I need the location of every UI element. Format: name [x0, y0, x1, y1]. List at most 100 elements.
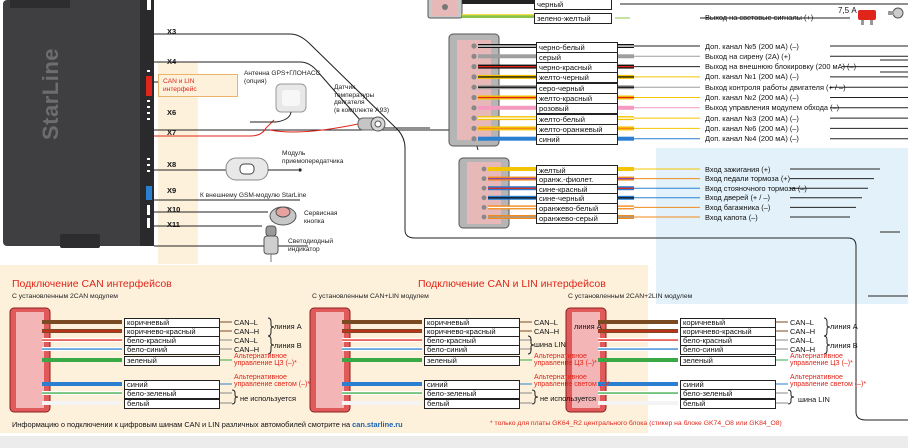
can-title-left: Подключение CAN интерфейсов — [12, 278, 172, 290]
top-function-light-signals: Выход на световые сигналы (+) — [705, 13, 814, 22]
fuse-rating: 7,5 А — [838, 6, 857, 15]
can-signal-label: CAN–L — [790, 318, 814, 327]
top-wire-green-yellow: зелено-желтый — [534, 13, 612, 24]
transceiver-label: Модуль приемопередатчика — [282, 150, 344, 165]
can-wire-label: бело-зеленый — [680, 388, 776, 399]
connector-b-pin — [481, 195, 487, 201]
can-footer-info: Информацию о подключении к цифровым шина… — [12, 421, 403, 428]
connector-b-pin — [481, 205, 487, 210]
can-group-label-b: линия B — [830, 341, 858, 350]
can-signal-label: CAN–L — [534, 318, 558, 327]
connector-b — [458, 157, 510, 229]
temp-sensor-label: Датчик температуры двигателя (в комплект… — [334, 84, 390, 114]
connector-a-function: Доп. канал №3 (200 мА) (–) — [705, 113, 799, 123]
connector-a-function: Доп. канал №4 (200 мА) (–) — [705, 134, 799, 144]
can-wire — [342, 358, 422, 362]
can-wire-label: белый — [680, 398, 776, 409]
top-connector — [427, 0, 534, 19]
connector-b-wire-label: оранжево-серый — [536, 212, 618, 224]
port-label-x8: X8 — [167, 160, 177, 169]
can-wire — [342, 401, 422, 405]
connector-b-function: Вход капота (–) — [705, 212, 758, 222]
can-panel-subtitle: С установленным CAN+LIN модулем — [312, 293, 429, 300]
connector-a-function: Выход на внешнюю блокировку (200 мА) (–) — [705, 62, 857, 72]
can-signal-label: CAN–H — [234, 327, 260, 336]
connector-b-function: Вход стояночного тормоза (–) — [705, 183, 807, 193]
connector-a-pin — [471, 74, 477, 80]
connector-a-pin — [471, 94, 477, 101]
can-wire — [342, 320, 422, 324]
can-group-label-a: линия А — [830, 322, 858, 331]
connector-b-pin — [481, 214, 487, 220]
alt-light-label: Альтернативное управление светом (–)* — [234, 374, 311, 388]
can-panel-subtitle: С установленным 2CAN модулем — [12, 293, 118, 300]
can-wire — [598, 358, 678, 362]
can-wire-label: зеленый — [124, 355, 220, 366]
can-wire — [42, 358, 122, 362]
led-indicator-icon — [263, 225, 279, 262]
main-unit-body — [3, 0, 153, 246]
connector-a-function: Выход управления модулем обхода (–) — [705, 103, 840, 113]
can-wire-label: бело-синий — [124, 344, 220, 355]
can-wire-label: зеленый — [680, 355, 776, 366]
connector-a-pin — [471, 53, 477, 59]
port-label-x9: X9 — [167, 186, 177, 195]
connector-a-pin — [471, 125, 477, 131]
connector-a-pin — [471, 43, 477, 49]
service-button-icon — [269, 206, 297, 226]
can-wire — [342, 382, 422, 386]
can-lin-interface-box: CAN и LIN интерфейс — [158, 74, 238, 98]
alt-light-label: Альтернативное управление светом (–)* — [534, 374, 611, 388]
gsm-module-label: К внешнему GSM-модулю StarLine — [200, 192, 307, 199]
alt-light-label: Альтернативное управление светом (–)* — [790, 374, 867, 388]
can-wire-label: бело-синий — [424, 344, 520, 355]
connector-a-pin — [471, 84, 477, 90]
can-signal-label: CAN–H — [534, 327, 560, 336]
connector-a-wire-label: синий — [536, 134, 618, 146]
connector-b-function: Вход багажника (–) — [705, 202, 771, 212]
can-group-label-b: линия B — [274, 341, 302, 350]
can-wire — [598, 320, 678, 324]
can-wire — [42, 320, 122, 324]
gps-antenna-label: Антенна GPS+ГЛОНАСС (опция) — [244, 70, 321, 85]
connector-a-function: Доп. канал №1 (200 мА) (–) — [705, 72, 799, 82]
connector-a-pin — [471, 64, 477, 70]
can-signal-label: CAN–L — [234, 336, 258, 345]
can-signal-label: CAN–H — [790, 327, 816, 336]
footer-info-text: Информацию о подключении к цифровым шина… — [12, 420, 351, 429]
connector-a-function: Выход на сирену (2А) (+) — [705, 51, 791, 61]
can-wire — [42, 382, 122, 386]
can-signal-label: CAN–H — [234, 345, 260, 354]
led-indicator-label: Светодиодный индикатор — [288, 238, 334, 253]
port-label-x6: X6 — [167, 108, 177, 117]
can-wire — [42, 401, 122, 405]
can-signal-label: CAN–L — [790, 336, 814, 345]
can-signal-label: CAN–H — [790, 345, 816, 354]
can-footer-note: * только для платы GK64_R2 центрального … — [490, 420, 782, 427]
connector-a-function: Доп. канал №6 (200 мА) (–) — [705, 123, 799, 133]
can-wire-label: белый — [124, 398, 220, 409]
footer-link[interactable]: can.starline.ru — [352, 420, 403, 429]
connector-a-function: Выход контроля работы двигателя (+ / –) — [705, 82, 846, 92]
temperature-sensor-icon — [269, 116, 386, 133]
can-wire — [598, 382, 678, 386]
port-label-x11: X11 — [167, 220, 180, 229]
connector-b-pin — [481, 166, 487, 172]
can-wire-label: белый — [424, 398, 520, 409]
alt-lock-label: Альтернативное управление ЦЗ (–)* — [534, 353, 597, 367]
right-blue-panel — [656, 148, 908, 304]
can-title-right: Подключение CAN и LIN интерфейсов — [418, 278, 606, 290]
can-group-label-b: шина LIN — [534, 340, 566, 349]
connector-b-function: Вход зажигания (+) — [705, 164, 771, 174]
connector-a-function: Доп. канал №2 (200 мА) (–) — [705, 93, 799, 102]
connector-b-function: Вход педали тормоза (+) — [705, 174, 791, 184]
alt-lock-label: Альтернативное управление ЦЗ (–)* — [234, 353, 297, 367]
connector-a-pin — [471, 105, 477, 111]
can-panel-subtitle: С установленным 2CAN+2LIN модулем — [568, 293, 693, 300]
connector-a-function: Доп. канал №5 (200 мА) (–) — [705, 41, 799, 51]
unused-label: не используется — [540, 394, 596, 403]
gps-antenna-icon — [250, 83, 307, 123]
can-wire-label: зеленый — [424, 355, 520, 366]
connector-a-pin — [471, 136, 477, 142]
